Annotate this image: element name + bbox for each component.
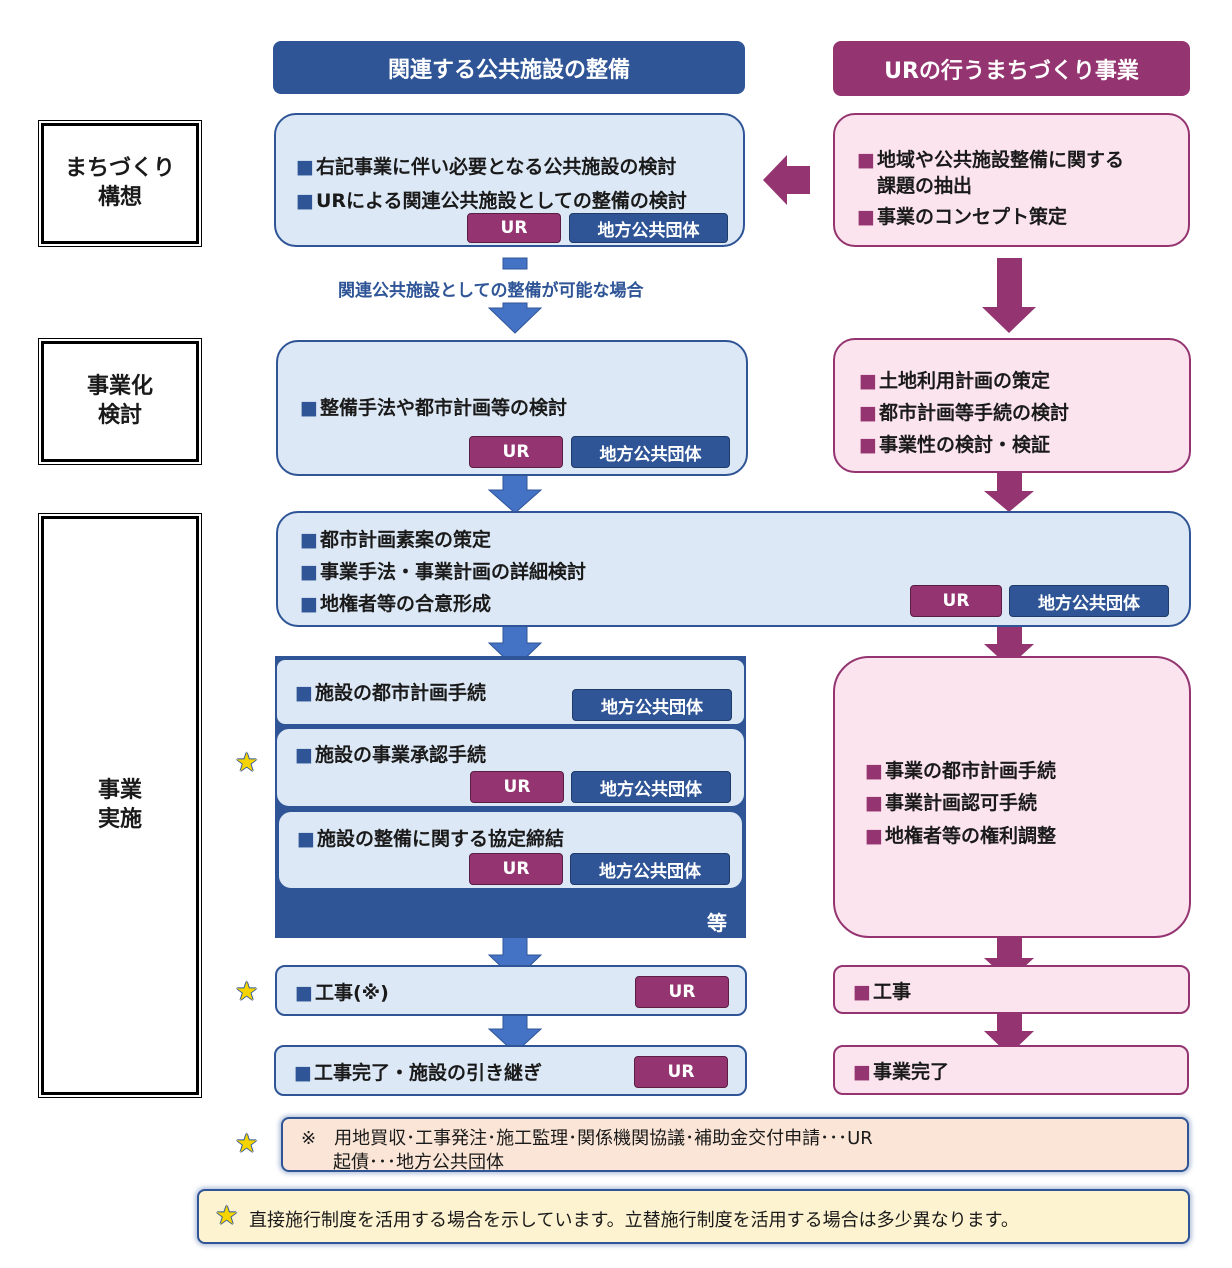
arrow-down-purple-1 xyxy=(982,258,1036,333)
list-item: 事業完了 xyxy=(853,1057,949,1084)
note-direct-execution: ★ 直接施行制度を活用する場合を示しています。立替施行制度を活用する場合は多少異… xyxy=(197,1189,1190,1244)
ur-tag: UR xyxy=(469,853,563,885)
list-item: URによる関連公共施設としての整備の検討 xyxy=(296,186,687,213)
sub-box-city-planning: 施設の都市計画手続 地方公共団体 xyxy=(275,658,746,726)
left-completion-box: 工事完了・施設の引き継ぎ UR xyxy=(274,1045,747,1096)
etc-label: 等 xyxy=(707,911,727,935)
list-item: 右記事業に伴い必要となる公共施設の検討 xyxy=(296,152,676,179)
list-item: 事業の都市計画手続 xyxy=(865,756,1056,783)
right-completion-box: 事業完了 xyxy=(833,1045,1189,1095)
ur-tag: UR xyxy=(469,436,563,468)
arrow-down-blue-1 xyxy=(487,302,543,334)
star-icon: ★ xyxy=(235,748,259,778)
star-icon: ★ xyxy=(235,977,259,1007)
note-line: ※ 用地買収･工事発注･施工監理･関係機関協議･補助金交付申請･･･UR xyxy=(301,1128,873,1149)
list-item-continued: 課題の抽出 xyxy=(877,175,973,197)
local-government-tag: 地方公共団体 xyxy=(571,436,730,468)
list-item: 事業性の検討・検証 xyxy=(859,430,1050,457)
left-feasibility-box: 整備手法や都市計画等の検討 UR 地方公共団体 xyxy=(276,340,748,476)
left-concept-box: 右記事業に伴い必要となる公共施設の検討 URによる関連公共施設としての整備の検討… xyxy=(274,113,745,247)
list-item: 施設の都市計画手続 xyxy=(295,678,486,705)
list-item: 工事 xyxy=(853,977,911,1004)
sub-box-project-approval: 施設の事業承認手続 UR 地方公共団体 xyxy=(275,727,746,808)
list-item: 事業手法・事業計画の詳細検討 xyxy=(300,557,586,584)
shared-implementation-box: 都市計画素案の策定 事業手法・事業計画の詳細検討 地権者等の合意形成 UR 地方… xyxy=(276,511,1191,627)
star-icon: ★ xyxy=(215,1201,239,1231)
list-item: 工事(※) xyxy=(295,978,389,1005)
ur-tag: UR xyxy=(467,213,561,243)
note-line: 直接施行制度を活用する場合を示しています。立替施行制度を活用する場合は多少異なり… xyxy=(249,1210,1019,1231)
list-item: 土地利用計画の策定 xyxy=(859,366,1050,393)
ur-tag: UR xyxy=(910,585,1002,617)
left-construction-box: 工事(※) UR xyxy=(275,965,747,1016)
ur-tag: UR xyxy=(635,976,729,1008)
stage-concept: まちづくり 構想 xyxy=(38,120,202,247)
arrow-down-purple-3 xyxy=(984,621,1034,667)
right-concept-box: 地域や公共施設整備に関する 課題の抽出 事業のコンセプト策定 xyxy=(833,113,1190,247)
list-item: 地権者等の権利調整 xyxy=(865,821,1056,848)
arrow-down-purple-5 xyxy=(984,1007,1034,1055)
note-responsibilities: ※ 用地買収･工事発注･施工監理･関係機関協議･補助金交付申請･･･UR 起債･… xyxy=(281,1117,1189,1173)
stage-feasibility: 事業化 検討 xyxy=(38,338,202,465)
note-line: 起債･･･地方公共団体 xyxy=(333,1152,504,1173)
condition-label: 関連公共施設としての整備が可能な場合 xyxy=(338,281,644,301)
ur-tag: UR xyxy=(470,771,564,803)
list-item: 都市計画等手続の検討 xyxy=(859,398,1069,425)
arrow-down-blue-2 xyxy=(487,469,543,514)
right-procedures-box: 事業の都市計画手続 事業計画認可手続 地権者等の権利調整 xyxy=(833,656,1191,938)
right-column-header: URの行うまちづくり事業 xyxy=(833,41,1190,96)
arrow-down-purple-2 xyxy=(984,466,1034,512)
list-item: 施設の事業承認手続 xyxy=(295,740,486,767)
right-construction-box: 工事 xyxy=(833,965,1190,1014)
ur-tag: UR xyxy=(634,1056,728,1088)
list-item: 都市計画素案の策定 xyxy=(300,525,491,552)
star-icon: ★ xyxy=(235,1129,259,1159)
stage-implementation: 事業 実施 xyxy=(38,513,202,1098)
local-government-tag: 地方公共団体 xyxy=(572,689,732,721)
list-item: 地域や公共施設整備に関する xyxy=(857,145,1124,172)
left-column-header: 関連する公共施設の整備 xyxy=(273,41,745,94)
arrow-stem-blue-1 xyxy=(502,257,528,270)
list-item: 工事完了・施設の引き継ぎ xyxy=(294,1058,542,1085)
list-item: 事業計画認可手続 xyxy=(865,788,1037,815)
list-item: 地権者等の合意形成 xyxy=(300,589,491,616)
local-government-tag: 地方公共団体 xyxy=(1009,585,1169,617)
sub-box-agreement: 施設の整備に関する協定締結 UR 地方公共団体 xyxy=(277,810,744,890)
local-government-tag: 地方公共団体 xyxy=(570,853,730,885)
list-item: 事業のコンセプト策定 xyxy=(857,202,1067,229)
list-item: 整備手法や都市計画等の検討 xyxy=(300,393,567,420)
local-government-tag: 地方公共団体 xyxy=(571,771,731,803)
local-government-tag: 地方公共団体 xyxy=(569,213,728,243)
arrow-left-purple xyxy=(763,155,810,205)
list-item: 施設の整備に関する協定締結 xyxy=(297,824,564,851)
right-feasibility-box: 土地利用計画の策定 都市計画等手続の検討 事業性の検討・検証 xyxy=(833,338,1191,473)
